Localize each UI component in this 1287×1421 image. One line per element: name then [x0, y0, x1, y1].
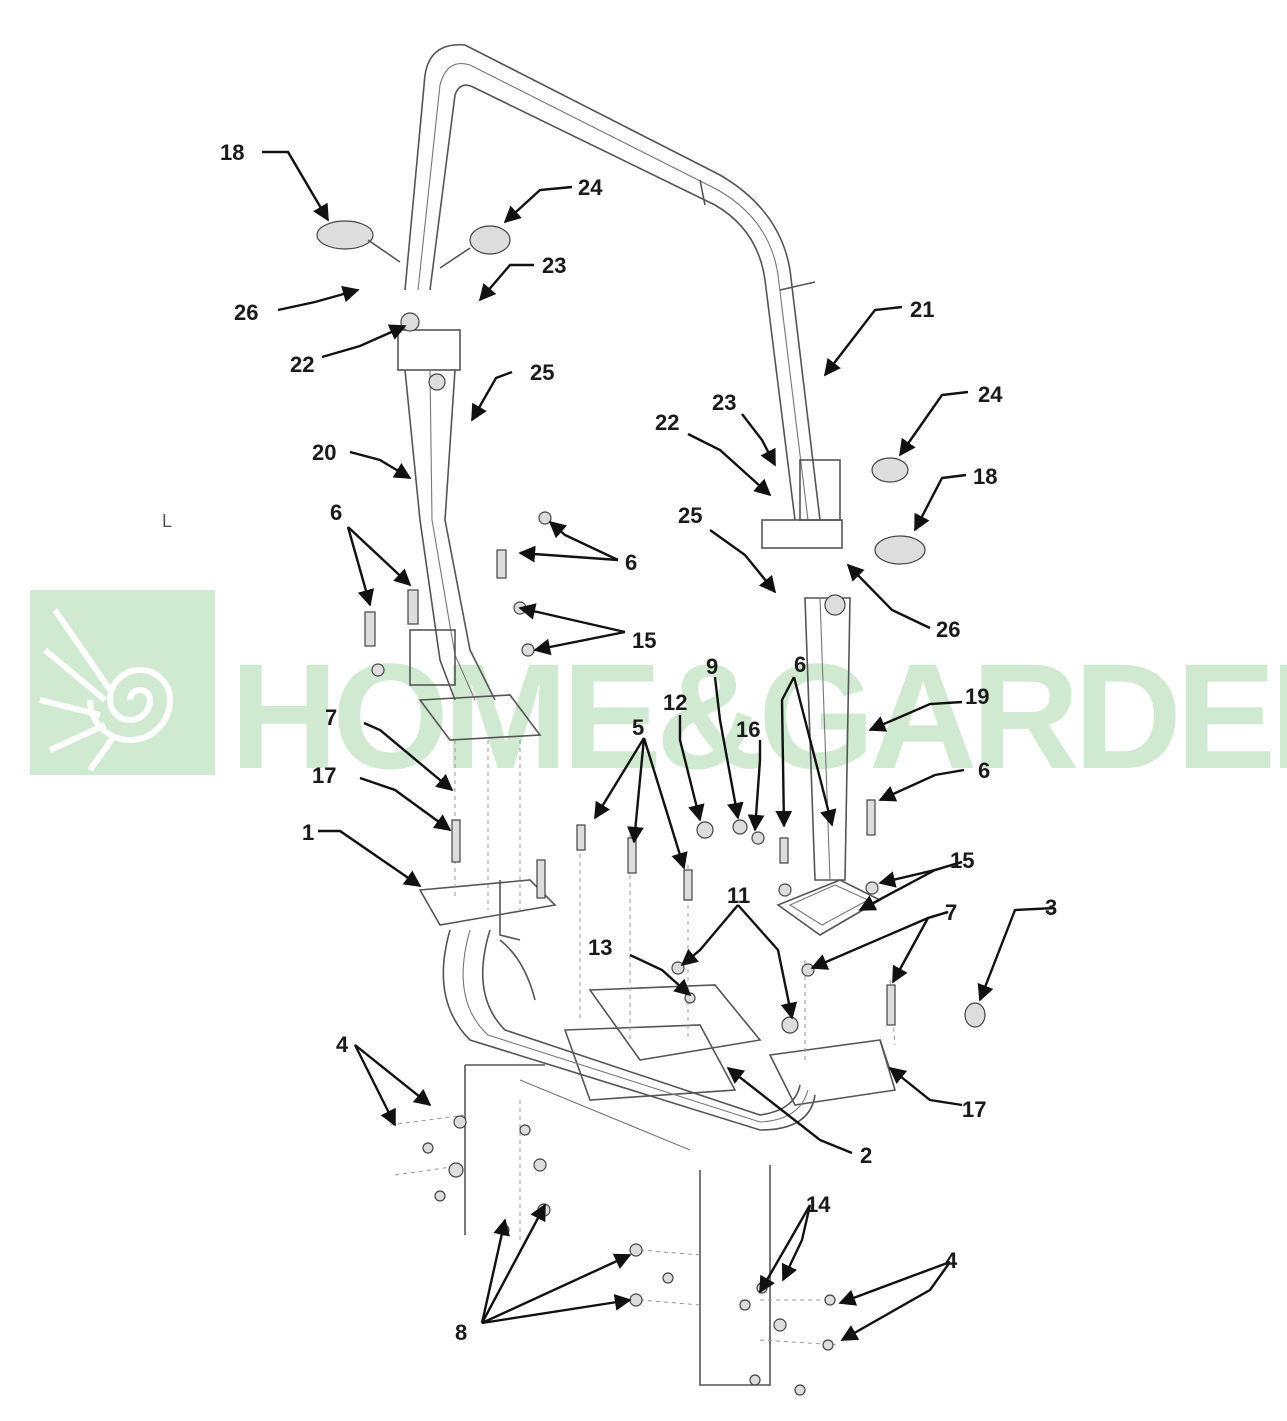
callout-26: 26	[936, 617, 960, 642]
mounting-brackets	[418, 879, 897, 1106]
callout-25: 25	[678, 503, 702, 528]
callout-14: 14	[806, 1192, 831, 1217]
callout-20: 20	[312, 440, 336, 465]
right-upright	[761, 459, 882, 936]
assembly-guides	[389, 740, 896, 1346]
callout-19: 19	[965, 684, 989, 709]
watermark-logo-icon	[30, 590, 215, 775]
leader-arrows	[262, 150, 1056, 1342]
callout-7: 7	[325, 705, 337, 730]
callout-16: 16	[736, 717, 760, 742]
callout-13: 13	[588, 935, 612, 960]
callout-17: 17	[312, 763, 336, 788]
callout-25: 25	[530, 360, 554, 385]
roll-bar-frame	[404, 44, 821, 521]
left-upright	[397, 312, 542, 741]
callout-23: 23	[542, 253, 566, 278]
callout-18: 18	[973, 464, 997, 489]
callout-9: 9	[706, 654, 718, 679]
callout-7: 7	[945, 900, 957, 925]
callout-6: 6	[625, 550, 637, 575]
callout-26: 26	[234, 300, 258, 325]
callout-22: 22	[290, 352, 314, 377]
callout-4: 4	[336, 1032, 349, 1057]
base-frame	[442, 929, 816, 1386]
callout-17: 17	[962, 1097, 986, 1122]
watermark: HOME&GARDEN	[30, 590, 1287, 800]
callout-6: 6	[794, 652, 806, 677]
fasteners	[316, 220, 986, 1396]
callout-l-mark: L	[162, 511, 172, 531]
callout-18: 18	[220, 140, 244, 165]
callout-6: 6	[978, 758, 990, 783]
callout-6: 6	[330, 500, 342, 525]
callout-11: 11	[727, 883, 750, 908]
callout-5: 5	[632, 715, 644, 740]
callout-4: 4	[945, 1248, 958, 1273]
callout-24: 24	[978, 382, 1003, 407]
callout-21: 21	[910, 297, 934, 322]
callout-8: 8	[455, 1320, 467, 1345]
callout-15: 15	[632, 628, 656, 653]
callout-23: 23	[712, 390, 736, 415]
callout-3: 3	[1045, 895, 1057, 920]
callout-24: 24	[578, 175, 603, 200]
callout-12: 12	[663, 690, 687, 715]
callout-1: 1	[302, 820, 314, 845]
callout-22: 22	[655, 410, 679, 435]
callout-15: 15	[950, 848, 974, 873]
callout-labels: 18 24 23 26 22 25 20 6 6 15 7 17 1 21 24…	[162, 140, 1057, 1345]
callout-2: 2	[860, 1143, 872, 1168]
